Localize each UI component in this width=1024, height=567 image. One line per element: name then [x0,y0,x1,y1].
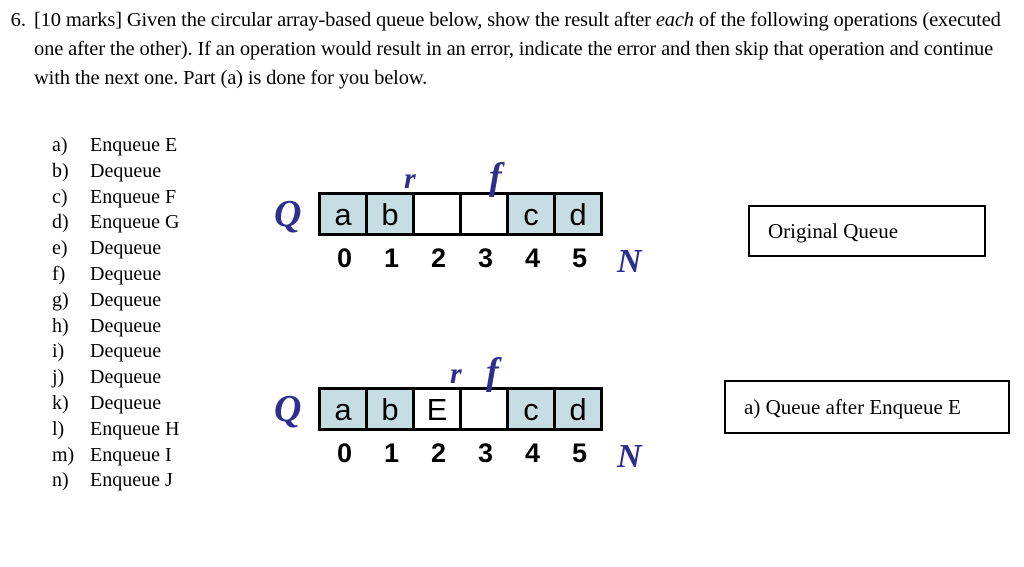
list-item: k) Dequeue [52,391,267,417]
operation-marker: g) [52,288,69,311]
list-item: d) Enqueue G [52,210,267,236]
array-index: 5 [571,438,588,468]
operation-marker: b) [52,159,69,182]
operation-label: Enqueue E [90,134,178,156]
index-strip: 0 1 2 3 4 5 [318,242,603,274]
list-item: n) Enqueue J [52,468,267,494]
array-cell [462,390,509,428]
list-item: g) Dequeue [52,288,267,314]
array-index: 1 [383,243,400,273]
array-index: 0 [336,438,353,468]
index-row-after-a: 0 1 2 3 4 5 N [272,432,642,474]
list-item: l) Enqueue H [52,417,267,443]
operation-label: Dequeue [90,237,162,260]
array-cell: a [321,390,368,428]
operation-label: Dequeue [90,366,162,389]
operation-label: Dequeue [90,262,162,285]
operation-marker: f) [52,262,66,285]
operation-marker: c) [52,185,68,208]
question-text-part-2: of the following operations (executed on… [34,9,1001,89]
array-index: 0 [336,243,353,273]
array-index: 2 [430,243,447,273]
list-item: e) Dequeue [52,236,267,262]
capacity-label: N [617,243,642,280]
caption-text: a) Queue after Enqueue E [744,395,961,419]
rear-pointer-label: r [404,162,416,195]
array-cell: d [556,195,600,233]
index-strip: 0 1 2 3 4 5 [318,437,603,469]
operation-label: Dequeue [90,391,162,414]
list-item: a) Enqueue E [52,133,267,159]
list-item: i) Dequeue [52,339,267,365]
array-index: 2 [430,438,447,468]
list-item: c) Enqueue F [52,185,267,211]
array-index: 4 [524,438,541,468]
operation-label: Dequeue [90,340,162,363]
array-index: 5 [571,243,588,273]
question-text: [10 marks] Given the circular array-base… [34,6,1014,93]
array-cell: b [368,195,415,233]
operation-label: Dequeue [90,288,162,311]
array-container: a b c d [318,192,603,236]
operation-marker: k) [52,391,69,414]
array-index: 3 [477,243,494,273]
question-row: 6. [10 marks] Given the circular array-b… [8,6,1014,93]
question-number: 6. [10,9,26,31]
array-container: a b E c d [318,387,603,431]
array-row-original: Q a b c d [272,192,642,236]
array-index: 1 [383,438,400,468]
array-index: 4 [524,243,541,273]
operation-label: Dequeue [90,314,162,337]
rear-pointer-label: r [450,357,462,390]
operation-marker: e) [52,237,68,260]
list-item: j) Dequeue [52,365,267,391]
capacity-label: N [617,438,642,475]
operation-marker: m) [52,443,75,466]
question-emphasis-each: each [655,9,694,31]
caption-box-original: Original Queue [748,205,986,257]
list-item: m) Enqueue I [52,443,267,469]
caption-text: Original Queue [768,219,899,243]
operation-label: Enqueue J [90,469,173,492]
operation-marker: j) [52,366,65,389]
queue-variable-label: Q [274,388,302,430]
operation-marker: l) [52,417,65,440]
array-cell: a [321,195,368,233]
operation-marker: d) [52,211,69,234]
list-item: b) Dequeue [52,159,267,185]
queue-diagram-after-enqueue-e: r f Q a b E c d 0 1 2 3 4 5 N [272,343,642,474]
caption-box-after-enqueue-e: a) Queue after Enqueue E [724,380,1010,434]
array-cell [415,195,462,233]
array-cell: c [509,390,556,428]
list-item: f) Dequeue [52,262,267,288]
operations-list: a) Enqueue E b) Dequeue c) Enqueue F d) … [52,133,267,494]
queue-variable-label: Q [274,193,302,235]
operation-label: Enqueue G [90,211,180,234]
index-row-original: 0 1 2 3 4 5 N [272,237,642,279]
operation-label: Dequeue [90,159,162,182]
operation-marker: i) [52,340,65,363]
array-row-after-a: Q a b E c d [272,387,642,431]
operation-marker: a) [52,134,68,156]
pointer-row-original: r f [272,148,642,196]
question-text-part-1: [10 marks] Given the circular array-base… [34,9,656,31]
array-cell: E [415,390,462,428]
question-block: 6. [10 marks] Given the circular array-b… [8,6,1014,93]
array-cell [462,195,509,233]
front-pointer-label: f [489,156,502,198]
front-pointer-label: f [486,351,499,393]
operation-label: Enqueue I [90,443,172,466]
queue-diagram-original: r f Q a b c d 0 1 2 3 4 5 N [272,148,642,279]
operation-label: Enqueue H [90,417,180,440]
operation-label: Enqueue F [90,185,177,208]
operation-marker: n) [52,469,69,492]
operation-marker: h) [52,314,69,337]
array-index: 3 [477,438,494,468]
list-item: h) Dequeue [52,314,267,340]
pointer-row-after-a: r f [272,343,642,391]
array-cell: b [368,390,415,428]
array-cell: d [556,390,600,428]
array-cell: c [509,195,556,233]
